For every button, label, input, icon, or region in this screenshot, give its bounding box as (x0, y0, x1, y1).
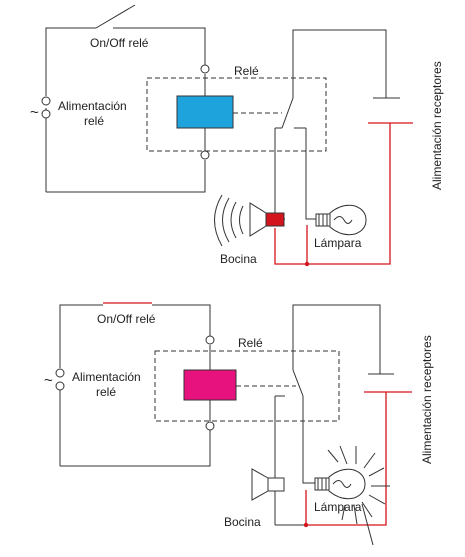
bottom-supply-label-line1: Alimentación (72, 370, 141, 384)
top-relay-housing (146, 77, 327, 152)
bottom-supply-label-line2: relé (96, 385, 116, 399)
bottom-supply-terminal-upper (55, 368, 65, 378)
top-receivers-label: Alimentación receptores (430, 61, 444, 190)
bottom-horn-label: Bocina (224, 515, 261, 529)
bottom-coil-terminal-upper (205, 335, 215, 345)
top-horn-contact (265, 212, 285, 227)
bottom-relay-housing (154, 350, 340, 422)
bottom-diagram: On/Off relé ~ Alimentación relé Relé Ali… (44, 302, 434, 546)
top-relay-label: Relé (234, 64, 259, 78)
top-supply-symbol: ~ (30, 104, 39, 121)
bottom-horn-icon (251, 468, 285, 501)
bottom-relay-supply-circuit (55, 302, 215, 467)
top-coil-terminal-lower (200, 150, 210, 160)
bottom-lamp-light-rays (327, 445, 390, 546)
top-onoff-switch-lever (95, 4, 136, 29)
top-switch-label: On/Off relé (90, 36, 149, 50)
bottom-relay-label: Relé (238, 336, 263, 350)
top-diagram: On/Off relé ~ Alimentación relé Relé Ali… (30, 4, 444, 267)
top-relay-coil (176, 95, 234, 129)
bottom-relay-coil (183, 369, 237, 401)
bottom-lamp-icon (314, 468, 366, 500)
bottom-supply-symbol: ~ (44, 372, 53, 389)
top-horn-icon (214, 194, 285, 247)
top-supply-label-line1: Alimentación (58, 99, 127, 113)
top-supply-terminal-lower (41, 109, 51, 119)
top-supply-terminal-upper (41, 96, 51, 106)
bottom-coil-terminal-lower (205, 421, 215, 431)
top-coil-terminal-upper (200, 64, 210, 74)
top-horn-label: Bocina (220, 252, 257, 266)
bottom-supply-terminal-lower (55, 381, 65, 391)
top-relay-contact-blade (281, 97, 294, 129)
bottom-lamp-label: Lámpara (314, 500, 362, 514)
bottom-horn-contact (267, 477, 285, 492)
top-lamp-label: Lámpara (314, 236, 362, 250)
bottom-relay-contact-blade (292, 369, 304, 397)
top-lamp-icon (315, 204, 367, 236)
top-supply-label-line2: relé (84, 114, 104, 128)
bottom-switch-label: On/Off relé (97, 312, 156, 326)
bottom-receivers-label: Alimentación receptores (420, 335, 434, 464)
